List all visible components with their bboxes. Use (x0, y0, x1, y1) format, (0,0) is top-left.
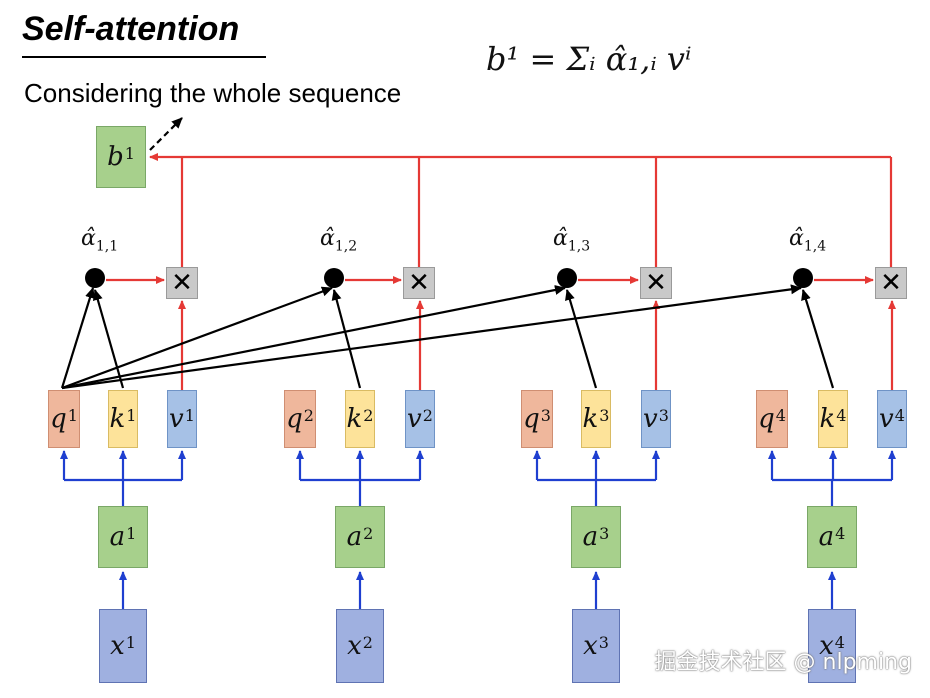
output-b1-sup: 1 (124, 143, 135, 163)
value-box-3-sup: 3 (658, 405, 669, 425)
value-box-1-label: v (169, 404, 184, 434)
key-to-score-arrow-1 (92, 289, 125, 389)
value-box-4-sup: 4 (894, 405, 905, 425)
query-box-2-sup: 2 (303, 405, 314, 425)
alpha-label-2: α̂1,2 (320, 226, 357, 254)
watermark: 掘金技术社区 @ nlpming (654, 650, 912, 675)
key-box-1-sup: 1 (126, 405, 137, 425)
x-box-1-sup: 1 (125, 632, 136, 652)
multiply-box-2: ✕ (403, 267, 435, 299)
value-box-4-label: v (879, 404, 894, 434)
query-box-1-sup: 1 (67, 405, 78, 425)
title-underline (22, 56, 266, 58)
a-box-1-label: a (109, 522, 126, 552)
a-box-3-sup: 3 (599, 523, 610, 543)
a-box-4-label: a (818, 522, 835, 552)
x-box-3-label: x (583, 631, 598, 661)
multiply-box-4: ✕ (875, 267, 907, 299)
alpha-subscript-2: 1,2 (334, 238, 358, 255)
alpha-label-3: α̂1,3 (553, 226, 590, 254)
query-box-3-sup: 3 (540, 405, 551, 425)
key-to-score-arrow-4 (801, 289, 835, 389)
a-box-1-sup: 1 (126, 523, 137, 543)
alpha-subscript-1: 1,1 (95, 238, 119, 255)
output-b1-label: b (107, 142, 124, 172)
alpha-symbol-3: α̂ (553, 226, 568, 251)
a-box-2-label: a (346, 522, 363, 552)
alpha-symbol-2: α̂ (320, 226, 335, 251)
x-box-4-label: x (819, 631, 834, 661)
query1-to-score-arrow-1 (60, 287, 95, 389)
value-box-3-label: v (643, 404, 658, 434)
x-box-1-label: x (110, 631, 125, 661)
query1-to-score-arrow-2 (61, 286, 333, 390)
multiply-box-1: ✕ (166, 267, 198, 299)
query-box-2-label: q (286, 404, 303, 434)
x-box-4-sup: 4 (834, 632, 845, 652)
attention-score-dot-2 (324, 268, 344, 288)
key-box-2-label: k (346, 404, 363, 434)
slide-title: Self-attention (22, 10, 240, 48)
query1-to-score-arrow-3 (61, 285, 566, 390)
value-box-1-sup: 1 (184, 405, 195, 425)
a-box-3-label: a (582, 522, 599, 552)
x-box-2-label: x (347, 631, 362, 661)
query1-to-score-arrow-4 (61, 284, 802, 390)
query-box-4-sup: 4 (775, 405, 786, 425)
key-to-score-arrow-3 (565, 289, 598, 389)
alpha-label-1: α̂1,1 (81, 226, 118, 254)
a-box-4-sup: 4 (835, 523, 846, 543)
query-box-3-label: q (523, 404, 540, 434)
attention-score-dot-1 (85, 268, 105, 288)
key-box-3-label: k (582, 404, 599, 434)
alpha-label-4: α̂1,4 (789, 226, 826, 254)
alpha-symbol-4: α̂ (789, 226, 804, 251)
key-box-4-sup: 4 (836, 405, 847, 425)
multiply-box-3: ✕ (640, 267, 672, 299)
output-annotation-arrow (149, 117, 183, 151)
x-box-2-sup: 2 (362, 632, 373, 652)
key-box-4-label: k (819, 404, 836, 434)
key-to-score-arrow-2 (331, 289, 362, 389)
attention-score-dot-4 (793, 268, 813, 288)
slide-subtitle: Considering the whole sequence (24, 78, 402, 108)
a-box-2-sup: 2 (363, 523, 374, 543)
value-box-2-sup: 2 (422, 405, 433, 425)
key-box-1-label: k (109, 404, 126, 434)
alpha-subscript-4: 1,4 (803, 238, 827, 255)
key-box-3-sup: 3 (599, 405, 610, 425)
key-box-2-sup: 2 (363, 405, 374, 425)
value-box-2-label: v (407, 404, 422, 434)
attention-score-dot-3 (557, 268, 577, 288)
query-box-4-label: q (758, 404, 775, 434)
alpha-symbol-1: α̂ (81, 226, 96, 251)
x-box-3-sup: 3 (598, 632, 609, 652)
query-box-1-label: q (50, 404, 67, 434)
output-formula: b¹ = Σᵢ α̂₁,ᵢ vⁱ (486, 40, 692, 78)
alpha-subscript-3: 1,3 (567, 238, 591, 255)
